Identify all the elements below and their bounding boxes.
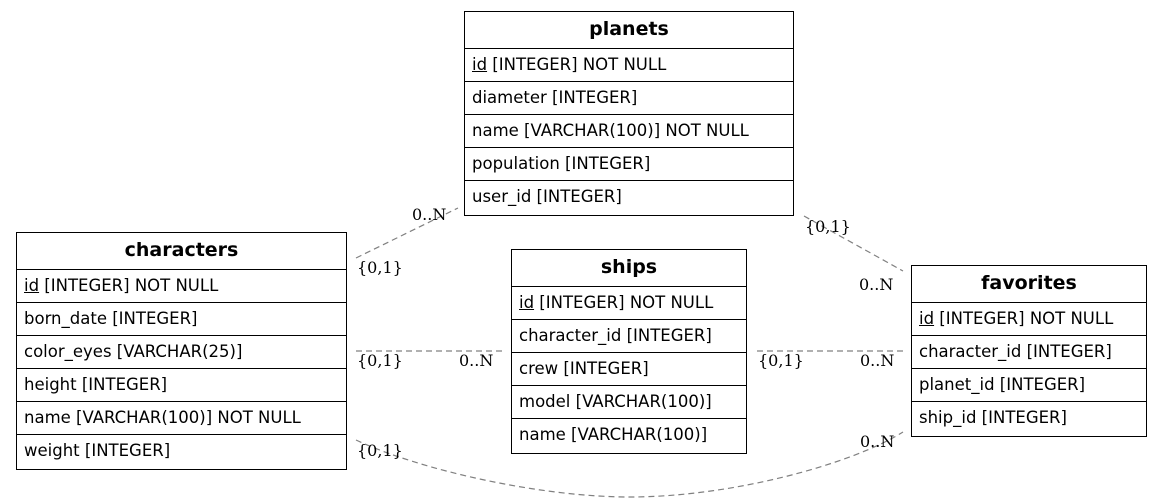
attribute-row: model [VARCHAR(100)] [512,386,746,419]
attribute-type: [INTEGER] [1021,342,1112,361]
attribute-type: [INTEGER] NOT NULL [534,293,714,312]
entity-title: planets [465,12,793,49]
attribute-row: user_id [INTEGER] [465,181,793,214]
primary-key-name: id [919,309,935,328]
attribute-type: [INTEGER] [531,187,622,206]
attribute-row: id [INTEGER] NOT NULL [912,303,1146,336]
attribute-list: id [INTEGER] NOT NULL diameter [INTEGER]… [465,49,793,214]
attribute-row: population [INTEGER] [465,148,793,181]
attribute-type: [INTEGER] [106,309,198,328]
attribute-type: [VARCHAR(25)] [111,342,243,361]
attribute-row: weight [INTEGER] [17,435,346,468]
attribute-name: color_eyes [24,342,112,361]
entity-title: characters [17,233,346,270]
attribute-name: born_date [24,309,107,328]
attribute-type: [VARCHAR(100)] [570,392,712,411]
card-planets-favorites-to: 0..N [859,275,893,294]
attribute-type: [INTEGER] [559,154,651,173]
attribute-type: [INTEGER] NOT NULL [487,55,667,74]
card-characters-ships-to: 0..N [459,351,493,370]
attribute-type: [INTEGER] NOT NULL [39,276,219,295]
attribute-row: name [VARCHAR(100)] [512,419,746,452]
attribute-row: character_id [INTEGER] [512,320,746,353]
attribute-row: id [INTEGER] NOT NULL [512,287,746,320]
attribute-row: character_id [INTEGER] [912,336,1146,369]
attribute-row: id [INTEGER] NOT NULL [465,49,793,82]
attribute-name: name [519,425,566,444]
entity-favorites: favorites id [INTEGER] NOT NULL characte… [911,265,1147,437]
primary-key-name: id [24,276,40,295]
card-characters-favorites-to: 0..N [860,432,894,451]
card-characters-ships-from: {0,1} [357,351,403,370]
card-characters-planets-from: {0,1} [357,258,403,277]
entity-title: ships [512,250,746,287]
attribute-type: [VARCHAR(100)] NOT NULL [518,121,749,140]
attribute-row: planet_id [INTEGER] [912,369,1146,402]
attribute-type: [INTEGER] [79,441,171,460]
entity-ships: ships id [INTEGER] NOT NULL character_id… [511,249,747,454]
attribute-row: name [VARCHAR(100)] NOT NULL [17,402,346,435]
attribute-name: name [472,121,519,140]
card-planets-favorites-from: {0,1} [805,217,851,236]
card-characters-favorites-from: {0,1} [357,441,403,460]
attribute-row: ship_id [INTEGER] [912,402,1146,435]
card-ships-favorites-from: {0,1} [758,351,804,370]
attribute-row: name [VARCHAR(100)] NOT NULL [465,115,793,148]
attribute-name: population [472,154,560,173]
rel-line-characters-favorites [355,431,904,498]
attribute-name: diameter [472,88,547,107]
rel-line-planets-favorites [803,215,904,272]
attribute-name: ship_id [919,408,977,427]
entity-title: favorites [912,266,1146,303]
attribute-name: character_id [919,342,1022,361]
attribute-type: [INTEGER] [621,326,712,345]
attribute-type: [INTEGER] [546,88,638,107]
entity-planets: planets id [INTEGER] NOT NULL diameter [… [464,11,794,216]
attribute-type: [INTEGER] [976,408,1067,427]
rel-line-characters-planets [355,207,459,259]
attribute-type: [INTEGER] NOT NULL [934,309,1114,328]
card-ships-favorites-to: 0..N [860,351,894,370]
attribute-list: id [INTEGER] NOT NULL character_id [INTE… [912,303,1146,435]
card-characters-planets-to: 0..N [412,205,446,224]
attribute-type: [VARCHAR(100)] NOT NULL [70,408,301,427]
attribute-name: name [24,408,71,427]
attribute-type: [INTEGER] [558,359,649,378]
attribute-name: weight [24,441,80,460]
attribute-row: crew [INTEGER] [512,353,746,386]
attribute-name: user_id [472,187,532,206]
attribute-name: crew [519,359,559,378]
primary-key-name: id [519,293,535,312]
attribute-type: [INTEGER] [76,375,168,394]
attribute-row: born_date [INTEGER] [17,303,346,336]
attribute-row: diameter [INTEGER] [465,82,793,115]
attribute-row: id [INTEGER] NOT NULL [17,270,346,303]
attribute-row: color_eyes [VARCHAR(25)] [17,336,346,369]
attribute-type: [VARCHAR(100)] [565,425,708,444]
attribute-name: character_id [519,326,622,345]
attribute-list: id [INTEGER] NOT NULL character_id [INTE… [512,287,746,452]
attribute-name: model [519,392,571,411]
attribute-type: [INTEGER] [994,375,1086,394]
attribute-name: planet_id [919,375,995,394]
attribute-name: height [24,375,77,394]
primary-key-name: id [472,55,488,74]
attribute-row: height [INTEGER] [17,369,346,402]
attribute-list: id [INTEGER] NOT NULL born_date [INTEGER… [17,270,346,468]
entity-characters: characters id [INTEGER] NOT NULL born_da… [16,232,347,470]
